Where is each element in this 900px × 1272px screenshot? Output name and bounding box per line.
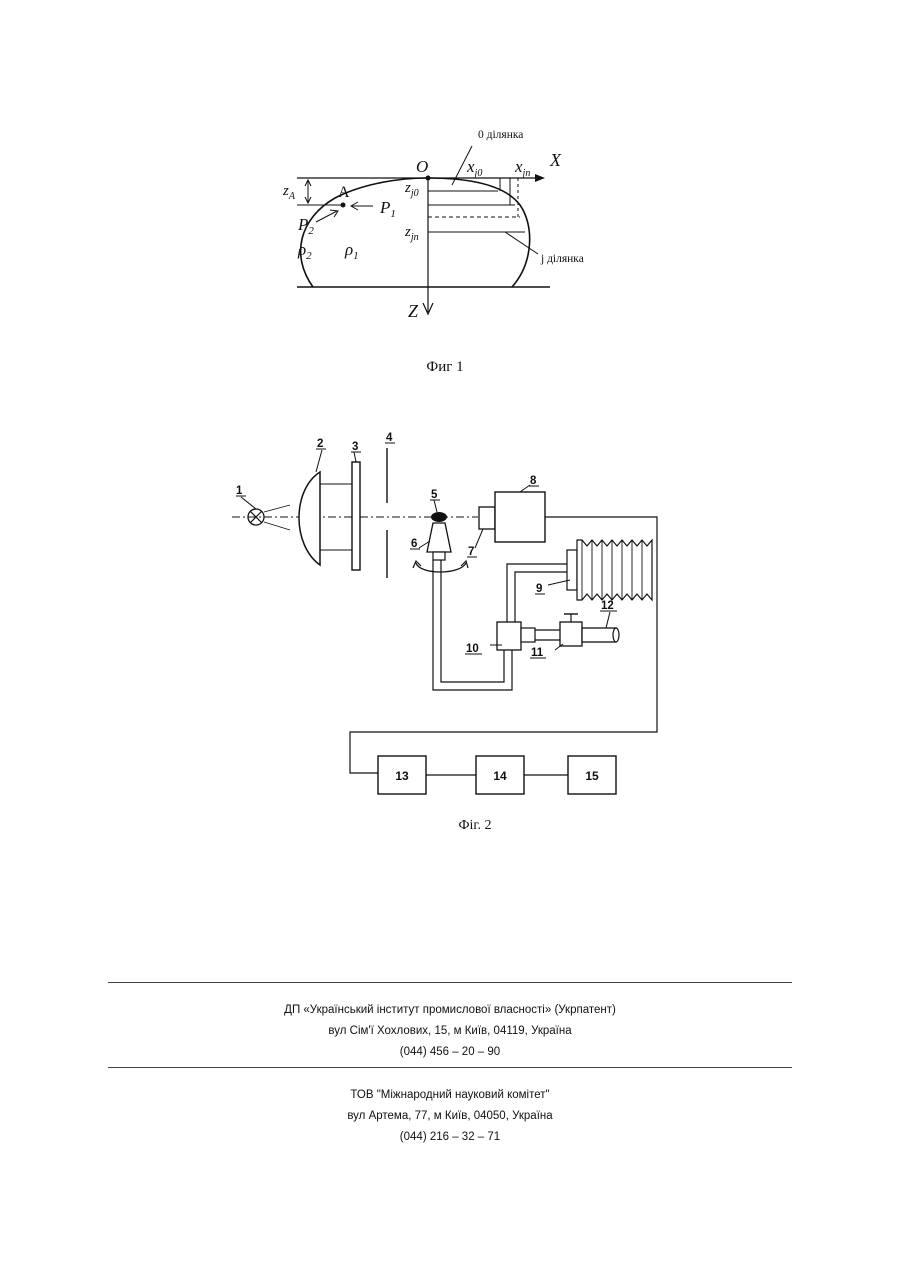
leader-1 [241,497,256,509]
leader-8 [520,485,530,492]
part-5-label: 5 [431,489,438,501]
part-12-label: 12 [601,600,614,612]
tube-needle-inner [441,560,504,682]
valve-10 [497,622,521,650]
leader-2 [316,450,322,472]
footer-org2-phone: (044) 216 – 32 – 71 [0,1131,900,1143]
leader-7 [475,529,483,548]
needle-holder-base [433,552,445,560]
part-9-label: 9 [536,583,542,595]
connector-10-11 [521,628,535,642]
footer-org1-phone: (044) 456 – 20 – 90 [0,1046,900,1058]
footer-org2-address: вул Артема, 77, м Київ, 04050, Україна [0,1110,900,1122]
part-2-label: 2 [317,438,323,450]
part-3-label: 3 [352,441,358,453]
condenser-lens-2 [299,472,320,565]
part-1-label: 1 [236,485,243,497]
part-6-label: 6 [411,538,417,550]
leader-5 [434,500,437,512]
bellows-9 [567,540,652,600]
figure-2-caption: Фіг. 2 [375,818,575,834]
valve-11 [560,622,582,646]
leader-11 [555,644,563,650]
block-15-label: 15 [585,769,599,783]
footer-org1-name: ДП «Український інститут промислової вла… [0,1004,900,1016]
part-7-label: 7 [468,546,474,558]
tube-bellows-inner [515,572,567,622]
objective-7 [479,507,495,529]
figure-2: 1 2 3 4 5 6 7 8 [0,0,900,840]
filter-plate-3 [352,462,360,570]
footer-divider-top [108,982,792,983]
drop-5 [431,512,447,522]
block-13-label: 13 [395,769,409,783]
leader-3 [354,452,356,462]
needle-holder-6 [427,523,451,552]
leader-12 [606,612,610,628]
block-14-label: 14 [493,769,507,783]
inlet-12-end [613,628,619,642]
footer-org2-name: ТОВ "Міжнародний науковий комітет" [0,1089,900,1101]
footer-org1-address: вул Сім'ї Хохлових, 15, м Київ, 04119, У… [0,1025,900,1037]
part-4-label: 4 [386,432,393,444]
footer-divider-middle [108,1067,792,1068]
camera-8 [495,492,545,542]
part-11-label: 11 [531,647,544,659]
part-10-label: 10 [466,643,479,655]
inlet-12 [582,628,616,642]
part-8-label: 8 [530,475,537,487]
